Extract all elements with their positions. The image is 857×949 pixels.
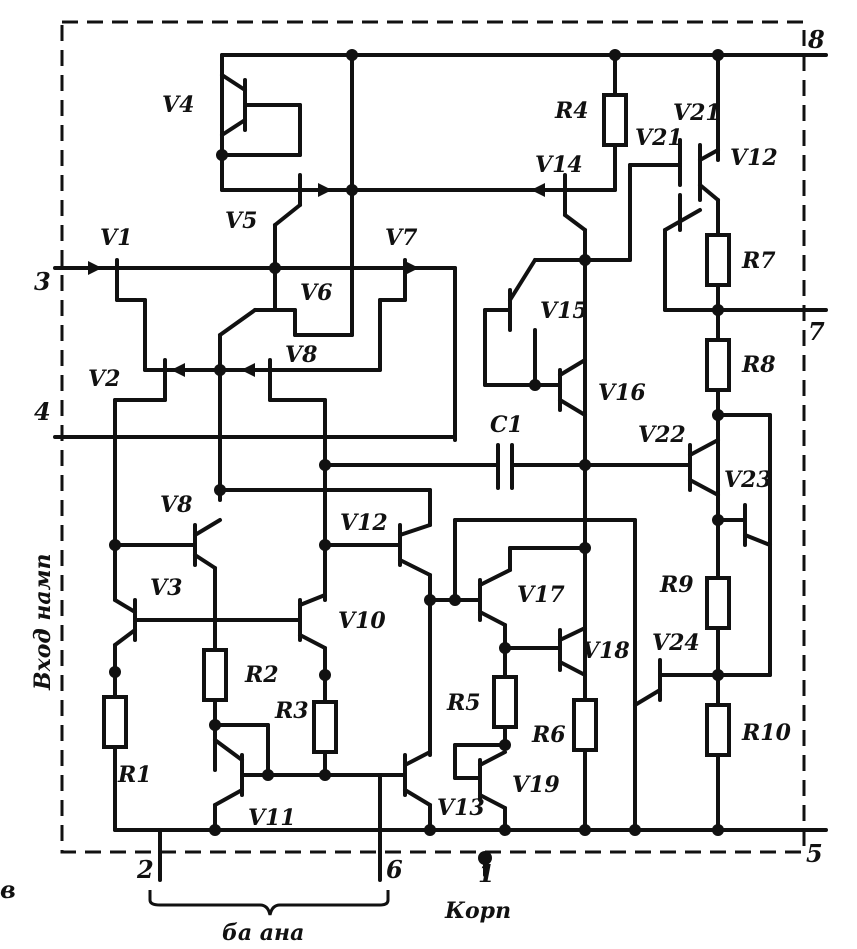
bottom-label-right: Корп xyxy=(444,898,511,924)
transistor-v9-v3-v10 xyxy=(113,488,432,832)
figure-letter: в xyxy=(0,875,16,904)
resistor-r2 xyxy=(202,648,228,772)
bottom-label-left: ба ана xyxy=(222,920,304,946)
label-v12-mid: V12 xyxy=(340,510,388,536)
label-v5: V5 xyxy=(225,208,257,234)
resistor-r3 xyxy=(312,673,338,777)
pin-4: 4 xyxy=(34,397,51,426)
label-v14: V14 xyxy=(535,152,583,178)
component-labels: V4 V5 V1 V7 V6 V8 V2 V8 V3 V10 V11 V12 V… xyxy=(88,92,792,831)
resistor-r6 xyxy=(572,698,598,752)
label-v8-top: V8 xyxy=(285,342,317,368)
resistor-r9 xyxy=(705,576,731,630)
label-v18: V18 xyxy=(582,638,630,664)
capacitor-c1 xyxy=(323,443,692,490)
label-v22: V22 xyxy=(638,422,686,448)
label-r7: R7 xyxy=(741,248,776,274)
label-v10: V10 xyxy=(338,608,386,634)
label-r10: R10 xyxy=(741,720,792,746)
resistor-r1 xyxy=(102,695,128,749)
resistor-r8 xyxy=(705,338,731,392)
pin-3: 3 xyxy=(34,267,51,296)
label-r2: R2 xyxy=(244,662,279,688)
pin3-line xyxy=(53,261,457,442)
transistor-v4 xyxy=(220,53,302,192)
label-v15: V15 xyxy=(540,298,588,324)
pin-1: 1 xyxy=(478,859,495,888)
label-v7: V7 xyxy=(385,225,418,251)
transistor-v1-v2 xyxy=(113,258,222,602)
pin-labels: 2 3 4 5 6 7 8 1 xyxy=(34,25,825,888)
label-v9: V8 xyxy=(160,492,192,518)
label-v6: V6 xyxy=(300,280,332,306)
pin-8: 8 xyxy=(807,25,825,54)
pin-7: 7 xyxy=(808,317,825,346)
bottom-rail xyxy=(113,828,828,916)
label-r4: R4 xyxy=(554,98,589,124)
label-c1: C1 xyxy=(490,412,523,438)
label-v13: V13 xyxy=(437,795,485,821)
label-v2: V2 xyxy=(88,366,120,392)
label-v16: V16 xyxy=(598,380,646,406)
label-v11: V11 xyxy=(248,805,296,831)
transistor-v6-v7-v8 xyxy=(218,258,407,602)
label-v12-right: V12 xyxy=(730,145,778,171)
junction-dots xyxy=(109,49,724,865)
label-v19: V19 xyxy=(512,772,560,798)
resistor-r10 xyxy=(705,703,731,757)
pin-6: 6 xyxy=(386,855,403,884)
label-r8: R8 xyxy=(741,352,776,378)
resistor-r4 xyxy=(602,88,628,192)
label-r6: R6 xyxy=(531,722,566,748)
pin-5: 5 xyxy=(806,839,823,868)
side-label: Вход намп xyxy=(30,553,56,691)
label-v1: V1 xyxy=(100,225,132,251)
label-v17: V17 xyxy=(517,582,565,608)
label-v3: V3 xyxy=(150,575,182,601)
label-r1: R1 xyxy=(117,762,152,788)
pin-2: 2 xyxy=(136,855,154,884)
transistor-v24 xyxy=(633,658,720,707)
resistor-r5 xyxy=(492,675,518,729)
label-r9: R9 xyxy=(659,572,694,598)
label-v24: V24 xyxy=(652,630,700,656)
label-v21-b: V21 xyxy=(673,100,721,126)
v5-v14-bus xyxy=(220,173,617,832)
label-r5: R5 xyxy=(446,690,481,716)
resistor-r7 xyxy=(705,233,731,287)
transistor-v15-v16 xyxy=(483,258,587,417)
transistor-v22-v23 xyxy=(688,413,772,677)
label-v21-a: V21 xyxy=(635,125,683,151)
label-v23: V23 xyxy=(724,467,772,493)
label-r3: R3 xyxy=(274,698,309,724)
label-v4: V4 xyxy=(162,92,194,118)
